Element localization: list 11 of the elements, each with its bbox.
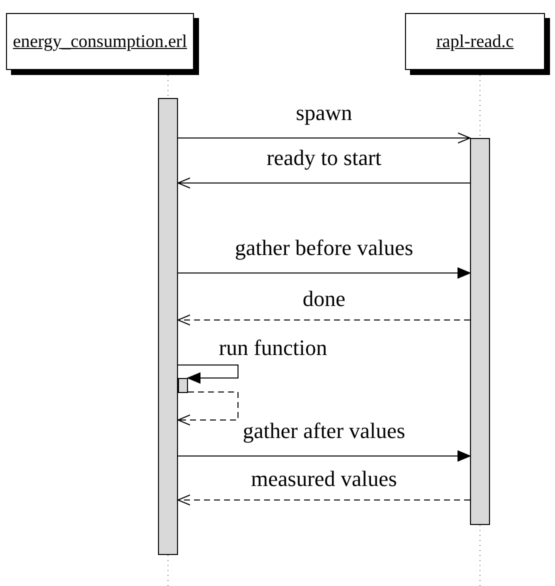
message-arrow [178,392,238,426]
message-arrow [178,364,238,384]
activation-bar [158,98,178,555]
message-arrow [178,268,470,278]
message-arrow [178,314,470,326]
activation-bar [178,378,188,393]
message-arrow [178,132,470,144]
message-arrow [178,450,470,462]
activation-bar [470,138,490,525]
message-arrow [178,494,470,506]
message-arrow [178,178,470,188]
